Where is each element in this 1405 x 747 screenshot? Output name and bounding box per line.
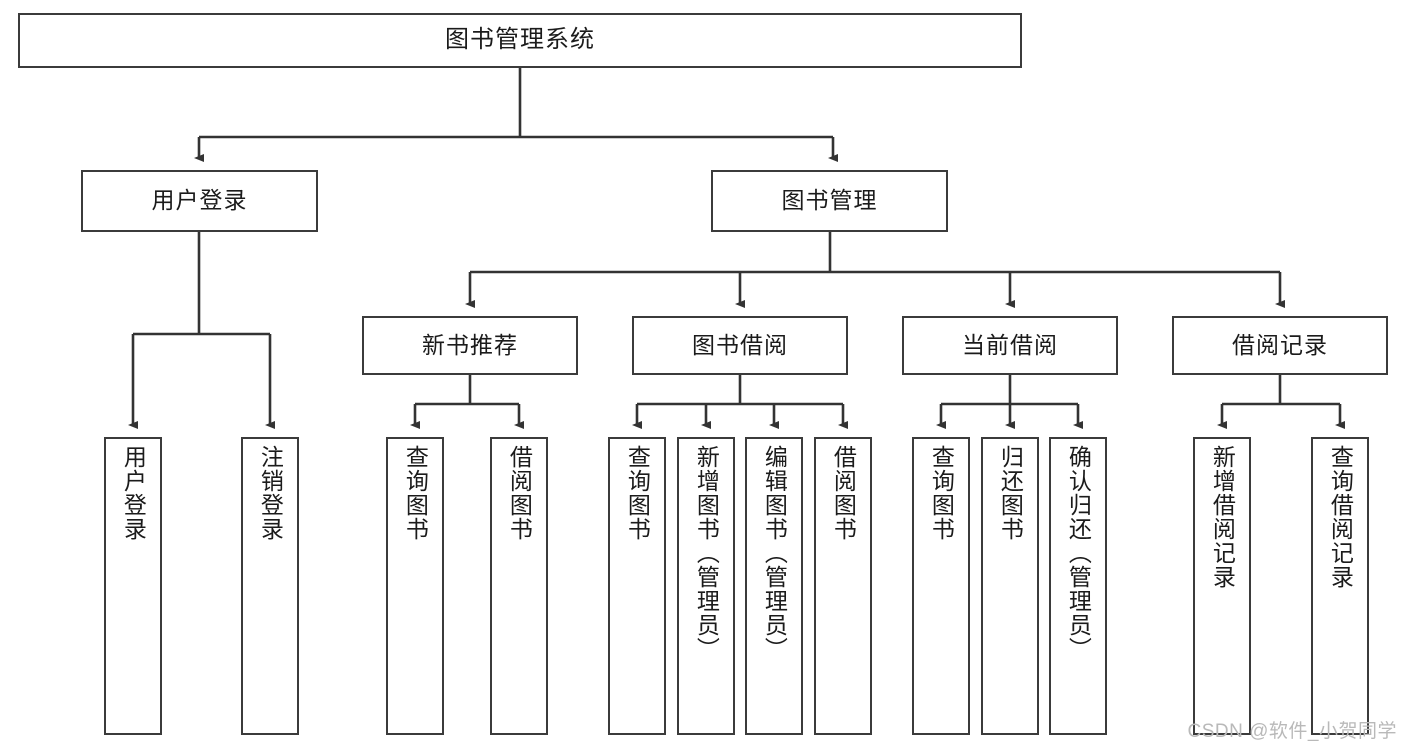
node-new-book-rec-label: 新书推荐 — [422, 331, 518, 358]
node-leaf-edit-book-label: 编辑图书（管理员） — [761, 445, 788, 661]
node-leaf-return-book[interactable]: 归还图书 — [981, 437, 1039, 735]
node-root[interactable]: 图书管理系统 — [18, 13, 1022, 68]
node-leaf-query-record[interactable]: 查询借阅记录 — [1311, 437, 1369, 735]
node-leaf-borrow-book-2[interactable]: 借阅图书 — [814, 437, 872, 735]
node-leaf-query-book-2-label: 查询图书 — [624, 445, 651, 541]
node-root-label: 图书管理系统 — [445, 26, 595, 54]
node-current-borrow-label: 当前借阅 — [962, 331, 1058, 358]
node-leaf-query-book-1-label: 查询图书 — [402, 445, 429, 541]
node-borrow-record-label: 借阅记录 — [1232, 331, 1328, 358]
watermark: CSDN @软件_小贺同学 — [1187, 721, 1397, 742]
node-leaf-confirm-return-label: 确认归还（管理员） — [1065, 445, 1092, 661]
node-leaf-query-record-label: 查询借阅记录 — [1327, 445, 1354, 589]
node-leaf-add-record-label: 新增借阅记录 — [1209, 445, 1236, 589]
node-book-manage[interactable]: 图书管理 — [711, 170, 948, 232]
node-leaf-confirm-return[interactable]: 确认归还（管理员） — [1049, 437, 1107, 735]
node-leaf-query-book-3[interactable]: 查询图书 — [912, 437, 970, 735]
node-book-manage-label: 图书管理 — [781, 187, 878, 214]
node-leaf-borrow-book-2-label: 借阅图书 — [830, 445, 857, 541]
node-book-borrow[interactable]: 图书借阅 — [632, 316, 848, 375]
node-leaf-borrow-book-1-label: 借阅图书 — [506, 445, 533, 541]
node-borrow-record[interactable]: 借阅记录 — [1172, 316, 1388, 375]
node-book-borrow-label: 图书借阅 — [692, 331, 788, 358]
node-user-login[interactable]: 用户登录 — [81, 170, 318, 232]
node-user-login-label: 用户登录 — [151, 187, 248, 214]
node-leaf-add-book-label: 新增图书（管理员） — [693, 445, 720, 661]
node-leaf-query-book-1[interactable]: 查询图书 — [386, 437, 444, 735]
node-current-borrow[interactable]: 当前借阅 — [902, 316, 1118, 375]
node-leaf-add-book[interactable]: 新增图书（管理员） — [677, 437, 735, 735]
node-leaf-edit-book[interactable]: 编辑图书（管理员） — [745, 437, 803, 735]
node-leaf-user-login[interactable]: 用户登录 — [104, 437, 162, 735]
node-leaf-user-logout-label: 注销登录 — [257, 445, 284, 541]
node-new-book-rec[interactable]: 新书推荐 — [362, 316, 578, 375]
node-leaf-add-record[interactable]: 新增借阅记录 — [1193, 437, 1251, 735]
node-leaf-query-book-2[interactable]: 查询图书 — [608, 437, 666, 735]
node-leaf-query-book-3-label: 查询图书 — [928, 445, 955, 541]
node-leaf-borrow-book-1[interactable]: 借阅图书 — [490, 437, 548, 735]
node-leaf-return-book-label: 归还图书 — [997, 445, 1024, 541]
node-leaf-user-login-label: 用户登录 — [120, 445, 147, 541]
node-leaf-user-logout[interactable]: 注销登录 — [241, 437, 299, 735]
